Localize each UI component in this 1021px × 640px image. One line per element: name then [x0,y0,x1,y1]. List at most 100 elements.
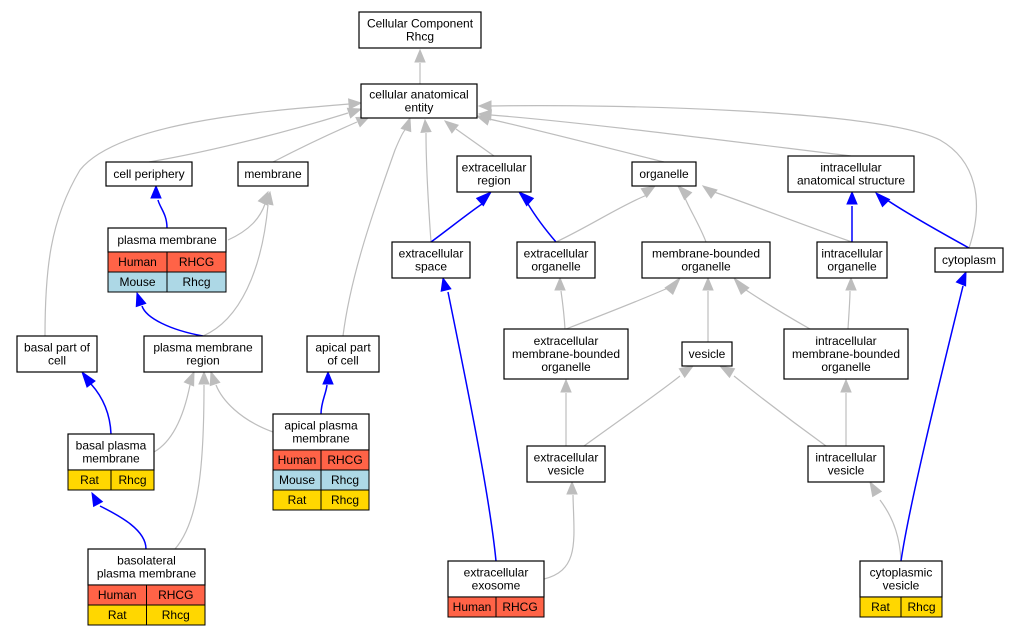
gene-label: RHCG [327,453,362,467]
edge-vesicle-to-mbo [702,276,714,343]
edge-arrowhead [869,480,883,498]
edge-arrowhead [701,185,718,199]
edge-pmr-to-membrane [202,190,274,337]
edge-arrowhead [440,276,452,292]
edge-arrowhead [477,109,492,121]
node-cellperiph[interactable]: cell periphery [105,161,193,187]
node-box [807,445,885,483]
species-label: Rat [80,473,99,487]
edge-line [320,384,328,415]
node-label: intracellular [820,161,881,175]
edge-arrowhead [150,184,162,199]
edge-line [543,494,575,580]
edge-line [560,290,566,330]
node-label: anatomical structure [797,174,905,188]
node-label: vesicle [828,464,865,478]
edge-arrowhead [718,365,736,379]
edge-line [490,114,852,157]
species-label: Human [453,600,492,614]
edge-intmbo-to-mbo [732,276,811,330]
edge-line [272,121,358,163]
node-membrane[interactable]: membrane [237,161,309,187]
edge-arrowhead [209,370,221,387]
node-organelle[interactable]: organelle [631,161,697,187]
edge-line [202,204,269,337]
annotation-cell [146,604,206,626]
edge-line [745,289,811,330]
edge-arrowhead [443,120,459,134]
edge-cytoves-to-cyto [900,270,967,562]
node-label: entity [405,101,434,115]
species-label: Rat [288,493,307,507]
node-label: organelle [821,360,871,374]
edge-extves-to-vesicle [583,365,695,447]
edge-line [425,132,432,243]
edge-exo-to-extspace [440,276,497,562]
species-label: Mouse [279,473,315,487]
gene-label: Rhcg [118,473,146,487]
node-label: membrane [244,167,302,181]
edge-arrowhead [517,190,535,207]
edge-line [565,287,669,330]
edge-intanat-to-cae [477,109,852,157]
edge-arrowhead [400,116,412,133]
node-label: cytoplasm [942,253,996,267]
species-label: Human [118,255,157,269]
node-box [859,560,943,598]
gene-label: Rhcg [162,608,190,622]
edge-line [847,290,851,330]
node-box [456,155,532,193]
node-box [516,241,596,279]
node-label: vesicle [689,347,726,361]
edge-arrowhead [702,276,714,291]
edge-arrowhead [664,276,682,296]
node-label: plasma membrane [117,233,217,247]
edge-intmbo-to-intorg [845,276,857,330]
edge-extves-to-extmbo [560,378,572,447]
edge-blpm-to-bpm [91,491,147,550]
edge-pmr-to-pm [135,291,204,337]
edge-arrowhead [91,491,104,508]
node-label: cell [48,354,66,368]
edge-line [174,384,205,550]
edge-line [215,384,274,433]
node-box [641,241,771,279]
node-label: extracellular [524,247,589,261]
edge-extreg-to-cae [443,120,495,157]
node-label: membrane-bounded [512,347,620,361]
edge-line [879,499,902,562]
node-label: organelle [681,260,731,274]
node-vesicle[interactable]: vesicle [681,341,733,367]
edge-arrowhead [198,370,210,385]
node-label: basal plasma [76,439,147,453]
edge-arrowhead [475,190,493,207]
node-label: of cell [327,354,358,368]
node-cyto[interactable]: cytoplasm [934,247,1004,273]
gene-label: Rhcg [182,275,210,289]
node-label: plasma membrane [97,567,197,581]
edge-extspace-to-cae [420,118,432,243]
edge-line [227,203,266,241]
